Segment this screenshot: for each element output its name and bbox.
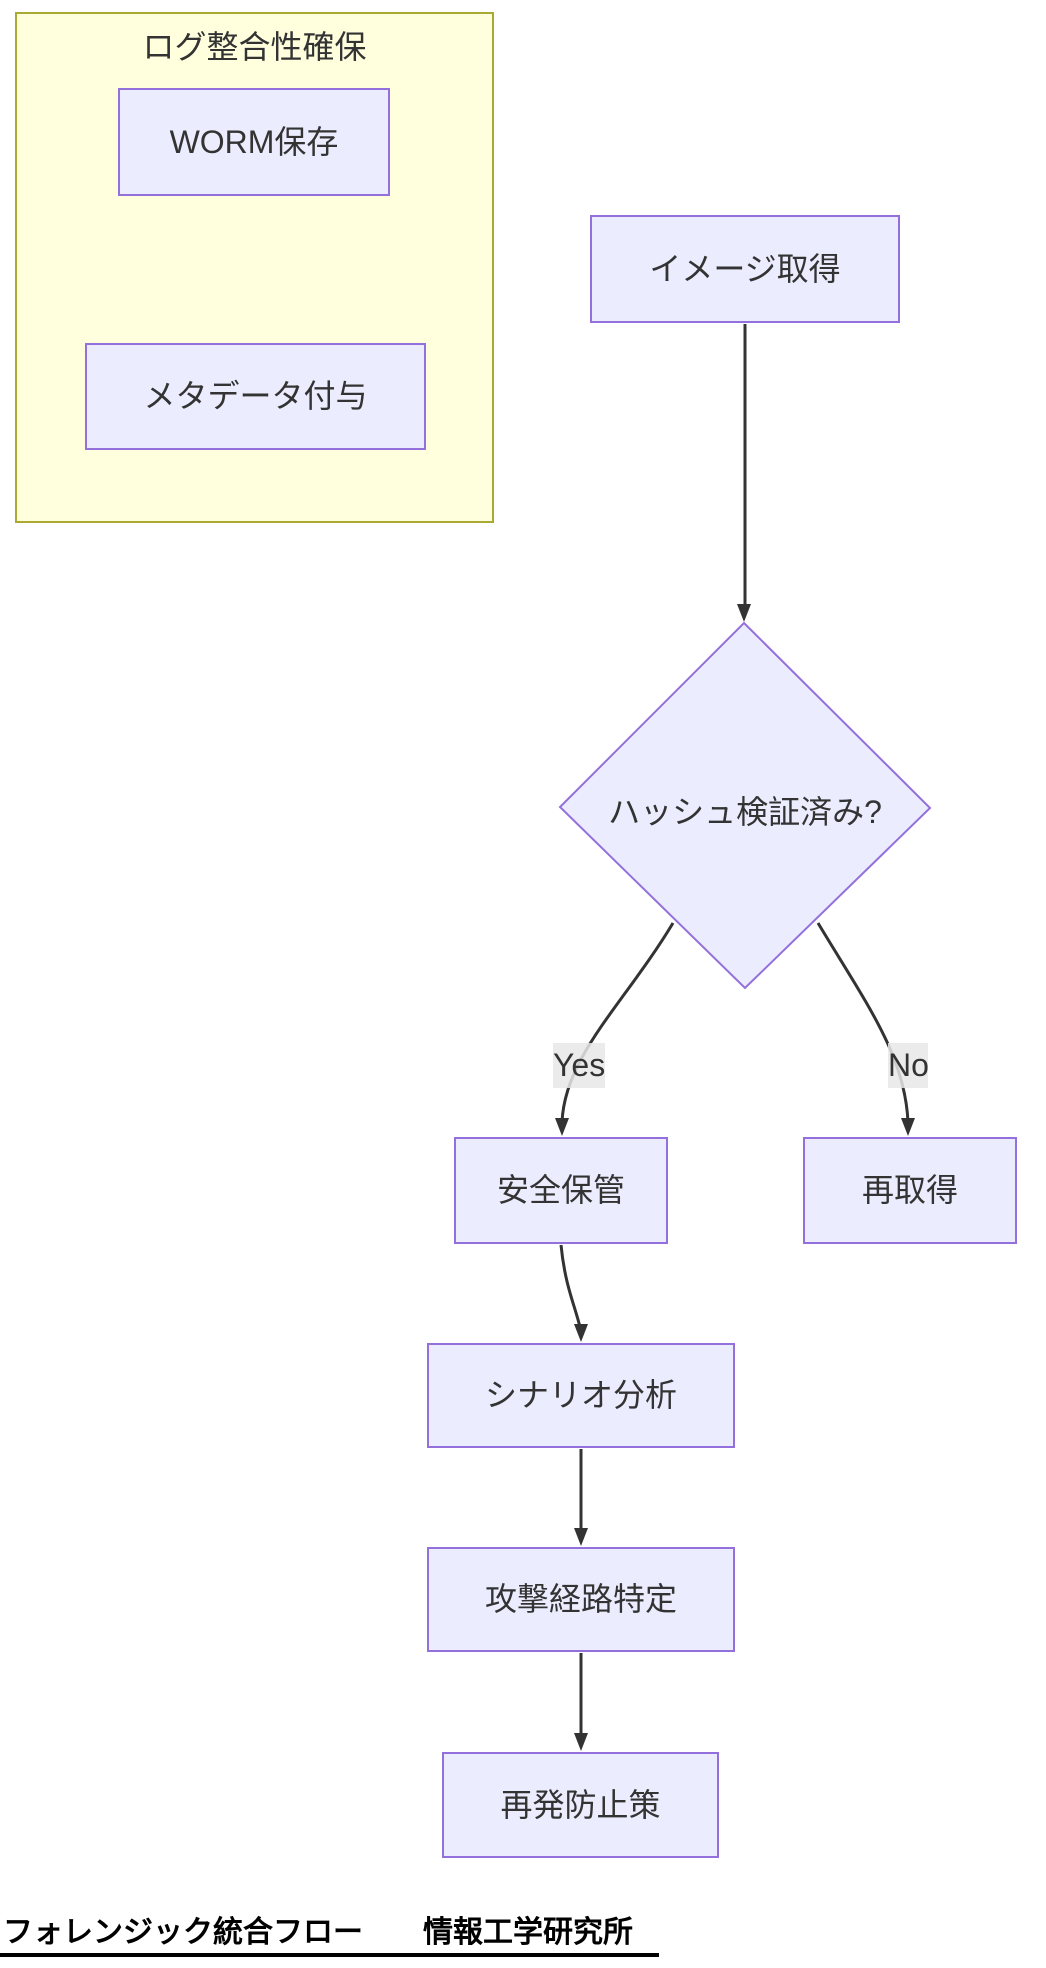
flowchart-node-safe-storage: 安全保管 [454, 1137, 668, 1244]
flowchart-node-reacquire: 再取得 [803, 1137, 1017, 1244]
node-label-metadata: メタデータ付与 [143, 378, 368, 415]
edge-safe-to-scenario [559, 1244, 582, 1328]
arrowhead-safe [555, 1118, 569, 1136]
edge-label-yes: Yes [553, 1043, 605, 1088]
node-label-image-acquisition: イメージ取得 [649, 250, 841, 287]
flowchart-node-metadata: メタデータ付与 [85, 343, 426, 450]
arrowhead-prevention [574, 1733, 588, 1751]
arrowhead-attack [574, 1528, 588, 1546]
node-label-worm: WORM保存 [169, 123, 339, 160]
flowchart-node-worm: WORM保存 [118, 88, 390, 196]
arrowhead-scenario [574, 1324, 588, 1342]
flowchart-node-attack-path: 攻撃経路特定 [427, 1547, 735, 1652]
edge-label-no: No [888, 1043, 929, 1088]
flowchart-node-prevention: 再発防止策 [442, 1752, 719, 1858]
node-label-prevention: 再発防止策 [500, 1786, 661, 1823]
flowchart-node-scenario-analysis: シナリオ分析 [427, 1343, 735, 1448]
node-label-reacquire: 再取得 [861, 1172, 958, 1209]
edge-hashcheck-no-to-reacquire [816, 922, 910, 1123]
flowchart-node-image-acquisition: イメージ取得 [590, 215, 900, 323]
node-label-attack-path: 攻撃経路特定 [484, 1581, 677, 1618]
diagram-title: フォレンジック統合フロー 情報工学研究所 [0, 1913, 659, 1957]
cluster-title: ログ整合性確保 [142, 29, 367, 65]
decision-diamond-hash-check [558, 621, 932, 990]
node-label-safe-storage: 安全保管 [496, 1172, 625, 1209]
edge-hashcheck-yes-to-safe [560, 922, 675, 1123]
decision-label-hash-check: ハッシュ検証済み? [608, 794, 882, 830]
arrowhead-reacquire [901, 1118, 915, 1136]
arrowhead-hashcheck [737, 604, 751, 622]
node-label-scenario-analysis: シナリオ分析 [484, 1377, 677, 1414]
